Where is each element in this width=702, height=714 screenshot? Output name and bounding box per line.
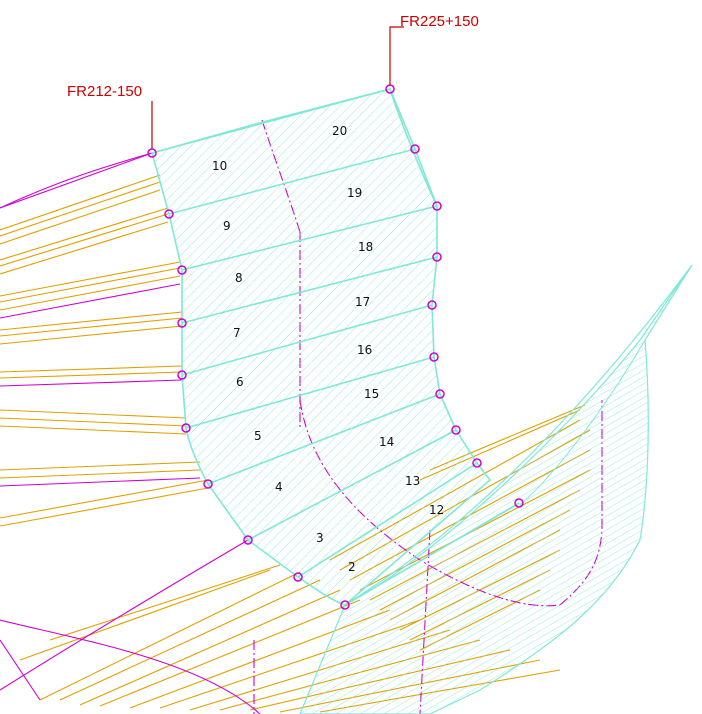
control-point bbox=[432, 201, 442, 211]
panel-label: 12 bbox=[429, 503, 444, 517]
panel-labels-left: 10 9 8 7 6 5 4 3 2 bbox=[212, 159, 356, 574]
control-points bbox=[147, 84, 524, 610]
panel-label: 16 bbox=[357, 343, 372, 357]
frame-marker-top: FR225+150 bbox=[389, 13, 479, 85]
panel-label: 8 bbox=[235, 271, 243, 285]
control-point bbox=[432, 252, 442, 262]
panel-label: 10 bbox=[212, 159, 227, 173]
control-point bbox=[429, 352, 439, 362]
control-point bbox=[177, 265, 187, 275]
control-point bbox=[243, 535, 253, 545]
frame-label-top: FR225+150 bbox=[400, 13, 479, 30]
control-point bbox=[164, 209, 174, 219]
frame-marker-left: FR212-150 bbox=[67, 83, 153, 149]
control-point bbox=[514, 498, 524, 508]
frame-label-left: FR212-150 bbox=[67, 83, 142, 100]
panel-label: 20 bbox=[332, 124, 347, 138]
left-stiffener-bundle bbox=[0, 152, 209, 527]
panel-label: 5 bbox=[254, 429, 262, 443]
hull-wing bbox=[299, 264, 693, 714]
control-point bbox=[203, 479, 213, 489]
panel-label: 9 bbox=[223, 219, 231, 233]
panel-label: 3 bbox=[316, 531, 324, 545]
control-point bbox=[177, 370, 187, 380]
control-point bbox=[472, 458, 482, 468]
panel-labels-right: 20 19 18 17 16 15 14 13 12 bbox=[332, 124, 444, 517]
panel-label: 2 bbox=[348, 560, 356, 574]
panel-label: 13 bbox=[405, 474, 420, 488]
panel-label: 7 bbox=[233, 326, 241, 340]
control-point bbox=[181, 423, 191, 433]
control-point bbox=[340, 600, 350, 610]
control-point bbox=[293, 572, 303, 582]
control-point bbox=[177, 318, 187, 328]
panel-label: 6 bbox=[236, 375, 244, 389]
control-point bbox=[451, 425, 461, 435]
panel-label: 4 bbox=[275, 480, 283, 494]
control-point bbox=[435, 389, 445, 399]
panel-label: 15 bbox=[364, 387, 379, 401]
panel-label: 19 bbox=[347, 186, 362, 200]
panel-label: 14 bbox=[379, 435, 394, 449]
control-point bbox=[410, 144, 420, 154]
main-plate bbox=[151, 88, 520, 606]
control-point bbox=[427, 300, 437, 310]
panel-label: 17 bbox=[355, 295, 370, 309]
panel-label: 18 bbox=[358, 240, 373, 254]
